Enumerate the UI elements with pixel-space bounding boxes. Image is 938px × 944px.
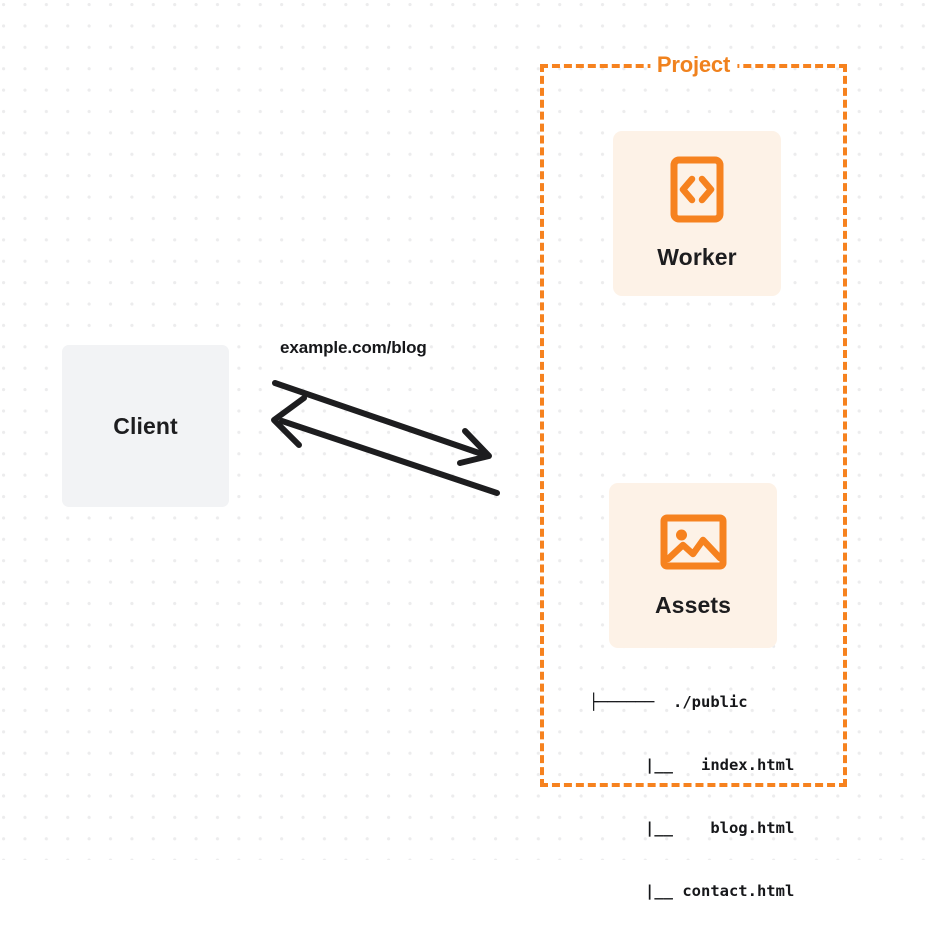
worker-node[interactable]: Worker — [613, 131, 781, 296]
connection-arrows — [271, 380, 500, 496]
image-icon — [660, 513, 727, 576]
diagram-canvas: Client example.com/blog Project Worker — [0, 0, 938, 900]
assets-file-tree: ├────── ./public |__ index.html |__ blog… — [589, 650, 794, 944]
file-tree-row: ├────── ./public — [589, 693, 748, 711]
client-node-label: Client — [113, 412, 178, 439]
project-boundary: Project — [540, 52, 847, 787]
assets-node[interactable]: Assets — [609, 483, 777, 648]
file-tree-row: |__ blog.html — [589, 819, 795, 837]
client-node[interactable]: Client — [62, 345, 229, 507]
connection-label: example.com/blog — [280, 338, 427, 357]
project-title: Project — [649, 52, 738, 78]
worker-node-label: Worker — [657, 244, 737, 270]
file-tree-row: |__ index.html — [589, 756, 795, 774]
arrow-right-icon — [272, 380, 492, 466]
code-file-icon — [670, 156, 724, 228]
file-tree-row: |__ contact.html — [589, 882, 795, 900]
assets-node-label: Assets — [654, 591, 732, 618]
arrow-left-icon — [271, 395, 500, 496]
